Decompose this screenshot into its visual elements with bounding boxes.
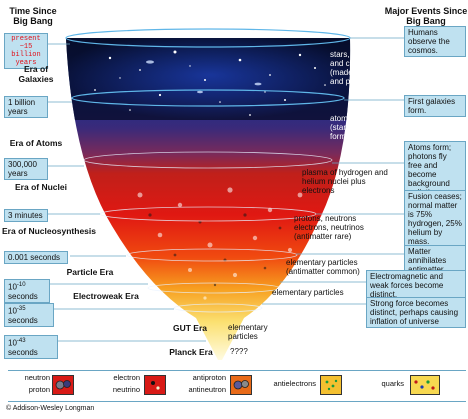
electroweak-era-label: Electroweak Era [73, 291, 139, 301]
content-planck-era: ???? [230, 347, 248, 356]
legend [8, 370, 466, 402]
event-humans: Humans observe the cosmos. [404, 26, 466, 57]
gut-era-label: GUT Era [172, 323, 207, 333]
time-1e-35-seconds: 10-35 seconds [4, 303, 54, 327]
era-galaxies-label: Era of Galaxies [18, 64, 54, 84]
time-0001-seconds: 0.001 seconds [4, 251, 68, 264]
legend-antineutron: antineutron [188, 385, 226, 394]
copyright: © Addison-Wesley Longman [6, 405, 95, 412]
content-nucleosynthesis: protons, neutrons electrons, neutrinos (… [294, 214, 364, 241]
event-fusion-ceases: Fusion ceases; normal matter is 75% hydr… [404, 190, 466, 248]
legend-proton: proton [28, 385, 50, 394]
present-label: present ~15 billion years [4, 33, 48, 69]
event-first-galaxies: First galaxies form. [404, 95, 466, 117]
time-3-minutes: 3 minutes [4, 209, 48, 222]
content-nuclei: plasma of hydrogen and helium nuclei plu… [302, 168, 388, 195]
time-1e-35-exp: -35 [16, 306, 26, 312]
time-1e-43-seconds: 10-43 seconds [4, 335, 58, 359]
time-1e-35-unit: seconds [8, 315, 38, 325]
time-1e-35-base: 10 [8, 306, 17, 316]
time-1e-10-seconds: 10-10 seconds [4, 279, 50, 303]
content-gut-era: elementary particles [228, 323, 268, 341]
event-electroweak: Electromagnetic and weak forces become d… [366, 270, 466, 301]
antielectrons-swatch-icon [320, 375, 342, 395]
time-1e-43-exp: -43 [16, 338, 26, 344]
legend-neutrino: neutrino [112, 385, 140, 394]
legend-antiproton: antiproton [192, 373, 226, 382]
time-1e-10-exp: -10 [16, 282, 26, 288]
electron-neutrino-swatch-icon [144, 375, 166, 395]
era-atoms-label: Era of Atoms [9, 138, 63, 148]
neutron-proton-swatch-icon [52, 375, 74, 395]
time-1e-43-base: 10 [8, 338, 17, 348]
time-1e-10-base: 10 [8, 282, 17, 292]
legend-antielectrons: antielectrons [273, 379, 316, 388]
quarks-swatch-icon [410, 375, 440, 395]
time-300000-years: 300,000 years [4, 158, 48, 180]
antiproton-antineutron-swatch-icon [230, 375, 252, 395]
event-strong-force: Strong force becomes distinct, perhaps c… [366, 297, 466, 328]
time-1e-43-unit: seconds [8, 347, 38, 357]
content-particle-era: elementary particles (antimatter common) [286, 258, 360, 276]
content-electroweak-era: elementary particles [272, 288, 344, 297]
content-atoms: atoms and plasma (stars begin to form) [330, 114, 396, 141]
time-1e-10-unit: seconds [8, 291, 38, 301]
legend-quarks: quarks [381, 379, 404, 388]
legend-electron: electron [113, 373, 140, 382]
legend-neutron: neutron [24, 373, 50, 382]
era-nucleosynthesis-label: Era of Nucleosynthesis [2, 226, 97, 236]
era-nuclei-label: Era of Nuclei [15, 182, 67, 192]
time-1-billion-years: 1 billion years [4, 96, 48, 118]
left-header: Time Since Big Bang [9, 6, 57, 26]
content-galaxies: stars, galaxies and clusters (made of at… [330, 50, 386, 86]
right-header: Major Events Since Big Bang [384, 6, 468, 26]
planck-era-label: Planck Era [169, 347, 213, 357]
particle-era-label: Particle Era [66, 267, 114, 277]
